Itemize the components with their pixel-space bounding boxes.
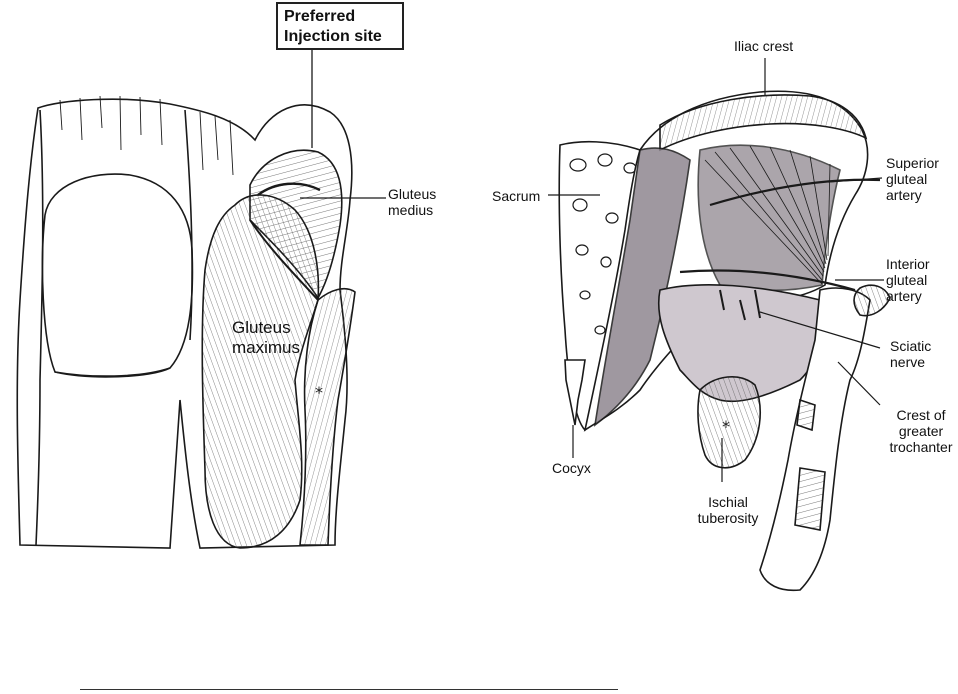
svg-text:*: * <box>722 417 730 436</box>
ischial-tuberosity <box>697 375 761 469</box>
preferred-injection-site-callout: Preferred Injection site <box>276 2 404 50</box>
label-iliac-crest: Iliac crest <box>734 38 794 54</box>
bottom-rule <box>80 689 618 690</box>
right-pelvis-drawing: * <box>548 58 891 592</box>
label-gluteus-medius: Gluteus medius <box>388 186 437 218</box>
label-cocyx: Cocyx <box>552 460 591 476</box>
label-gluteus-maximus: Gluteus maximus <box>232 318 301 357</box>
interior-gluteal-artery <box>679 269 856 292</box>
label-sacrum: Sacrum <box>492 188 541 204</box>
gluteus-maximus <box>201 194 320 549</box>
left-buttock <box>41 173 194 377</box>
femur <box>759 287 871 592</box>
left-buttock-drawing: * <box>16 48 386 549</box>
label-sciatic-nerve: Sciatic nerve <box>890 338 932 370</box>
label-interior-gluteal-artery: Interior gluteal artery <box>886 256 930 304</box>
label-ischial-tuberosity: Ischial tuberosity <box>697 494 759 526</box>
label-superior-gluteal-artery: Superior gluteal artery <box>886 155 939 203</box>
deep-muscle-shade <box>697 144 841 292</box>
label-crest-of-greater-trochanter: Crest of greater trochanter <box>889 407 953 455</box>
sciatic-nerve <box>719 289 761 321</box>
coccyx <box>564 359 586 426</box>
svg-text:*: * <box>315 383 323 402</box>
